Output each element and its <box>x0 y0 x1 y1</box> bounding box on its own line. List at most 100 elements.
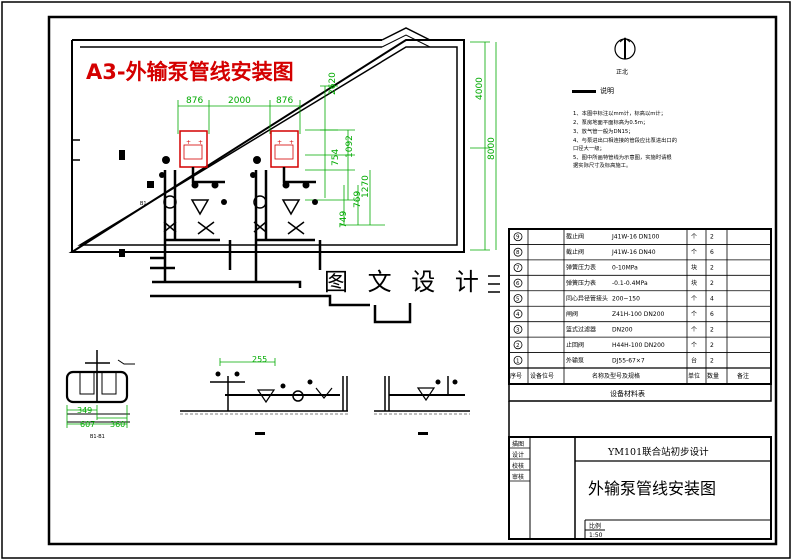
notes-heading: 说明 <box>600 86 614 95</box>
svg-text:1092: 1092 <box>345 135 355 158</box>
elevation2-fittings <box>418 379 458 435</box>
materials-title: 设备材料表 <box>610 389 645 398</box>
svg-text:设计: 设计 <box>512 451 524 459</box>
row-name: 闸阀 <box>566 310 578 318</box>
svg-text:描图: 描图 <box>512 440 524 448</box>
svg-text:1270: 1270 <box>361 175 371 198</box>
row-number-circle <box>513 309 523 319</box>
row-number-circle <box>513 340 523 350</box>
svg-text:754: 754 <box>331 149 341 166</box>
row-no: 9 <box>516 235 520 241</box>
elevation-fittings <box>215 371 313 435</box>
materials-title-row <box>508 383 772 402</box>
row-number-circle <box>513 294 523 303</box>
plan-mark-label: B1 <box>140 201 147 207</box>
row-spec: DJ55-67×7 <box>612 357 645 364</box>
section-dim-texts: 349 607 360 <box>77 406 125 429</box>
row-spec: -0.1-0.4MPa <box>612 280 648 287</box>
row-unit: 个 <box>691 249 697 256</box>
project-name: YM101联合站初步设计 <box>607 446 709 458</box>
plan-dimension-texts: 876 2000 876 2620 754 1092 1270 749 769 … <box>186 72 497 228</box>
section-view <box>65 350 135 423</box>
row-no: 3 <box>516 327 520 333</box>
row-name: 截止阀 <box>566 248 584 256</box>
svg-text:769: 769 <box>353 191 363 208</box>
row-spec: J41W-16 DN40 <box>611 249 656 256</box>
row-name: 同心异径管接头 <box>566 295 608 303</box>
row-no: 4 <box>516 312 520 318</box>
row-name: 弹簧压力表 <box>566 279 596 287</box>
row-unit: 块 <box>691 264 697 272</box>
row-qty: 2 <box>710 265 714 272</box>
row-number-circle <box>513 355 523 365</box>
row-no: 1 <box>516 358 520 364</box>
section-dims <box>66 405 128 428</box>
pipe-stubs <box>488 275 500 293</box>
row-unit: 台 <box>691 356 697 364</box>
note-line: 5、图中所画特管线为示意图，实施时请根 <box>573 153 672 161</box>
row-qty: 6 <box>710 249 714 256</box>
svg-text:2000: 2000 <box>228 96 251 106</box>
scale-label: 比例 <box>589 522 601 530</box>
svg-text:数量: 数量 <box>707 372 719 380</box>
svg-text:2620: 2620 <box>328 72 338 95</box>
svg-text:749: 749 <box>339 211 349 228</box>
row-qty: 2 <box>710 342 714 349</box>
svg-text:4000: 4000 <box>475 77 485 100</box>
watermark-text: 图 文 设 计 <box>324 268 485 296</box>
svg-text:349: 349 <box>77 406 92 415</box>
title-block-labels: 描图 设计 校核 审核 <box>512 440 524 481</box>
north-label: 正北 <box>616 68 628 76</box>
elevation-view <box>180 358 348 415</box>
row-number-circle <box>513 263 523 273</box>
note-line: 4、与泵进出口相连接的管段应比泵进出口的 <box>573 136 677 144</box>
row-qty: 2 <box>710 280 714 287</box>
svg-text:单位: 单位 <box>688 372 700 380</box>
svg-text:名称及型号及规格: 名称及型号及规格 <box>592 372 640 380</box>
row-spec: H44H-100 DN200 <box>612 342 665 349</box>
row-qty: 2 <box>710 234 714 241</box>
row-qty: 4 <box>710 296 714 303</box>
row-unit: 个 <box>691 234 697 241</box>
material-row: 8 截止阀 J41W-16 DN40 个 6 <box>509 244 771 257</box>
svg-text:8000: 8000 <box>487 137 497 160</box>
row-number-circle <box>513 324 523 334</box>
materials-header: 序号 设备位号 名称及型号及规格 单位 数量 备注 <box>510 372 749 380</box>
pump-room-plan <box>68 27 465 253</box>
drawing-title: 外输泵管线安装图 <box>588 479 716 498</box>
title-block <box>508 401 772 540</box>
row-spec: 200~150 <box>612 296 640 303</box>
row-unit: 块 <box>691 279 697 287</box>
section-label: B1-B1 <box>90 434 105 440</box>
svg-text:876: 876 <box>276 96 293 106</box>
row-spec: DN200 <box>612 326 633 333</box>
title-banner: A3-外输泵管线安装图 <box>86 60 294 84</box>
note-line: 口径大一级； <box>573 144 605 152</box>
row-spec: Z41H-100 DN200 <box>612 311 665 318</box>
elevation-dimension: 255 <box>252 355 267 364</box>
notes-block: 说明 1、本图中标注以mm计，标高以m计； 2、泵房地面平面标高为0.5m； 3… <box>572 86 677 169</box>
plan-dimensions <box>177 41 497 251</box>
svg-text:校核: 校核 <box>512 462 524 470</box>
row-no: 8 <box>516 250 520 256</box>
row-spec: 0-10MPa <box>612 265 638 272</box>
svg-text:+: + <box>289 139 294 146</box>
row-name: 外输泵 <box>566 356 584 364</box>
scale-value: 1:50 <box>589 532 603 539</box>
svg-text:+: + <box>186 139 191 146</box>
row-number-circle <box>513 232 523 242</box>
row-qty: 6 <box>710 311 714 318</box>
elevation-view-2 <box>374 376 470 415</box>
svg-text:设备位号: 设备位号 <box>530 372 554 380</box>
inner-frame <box>47 15 778 546</box>
